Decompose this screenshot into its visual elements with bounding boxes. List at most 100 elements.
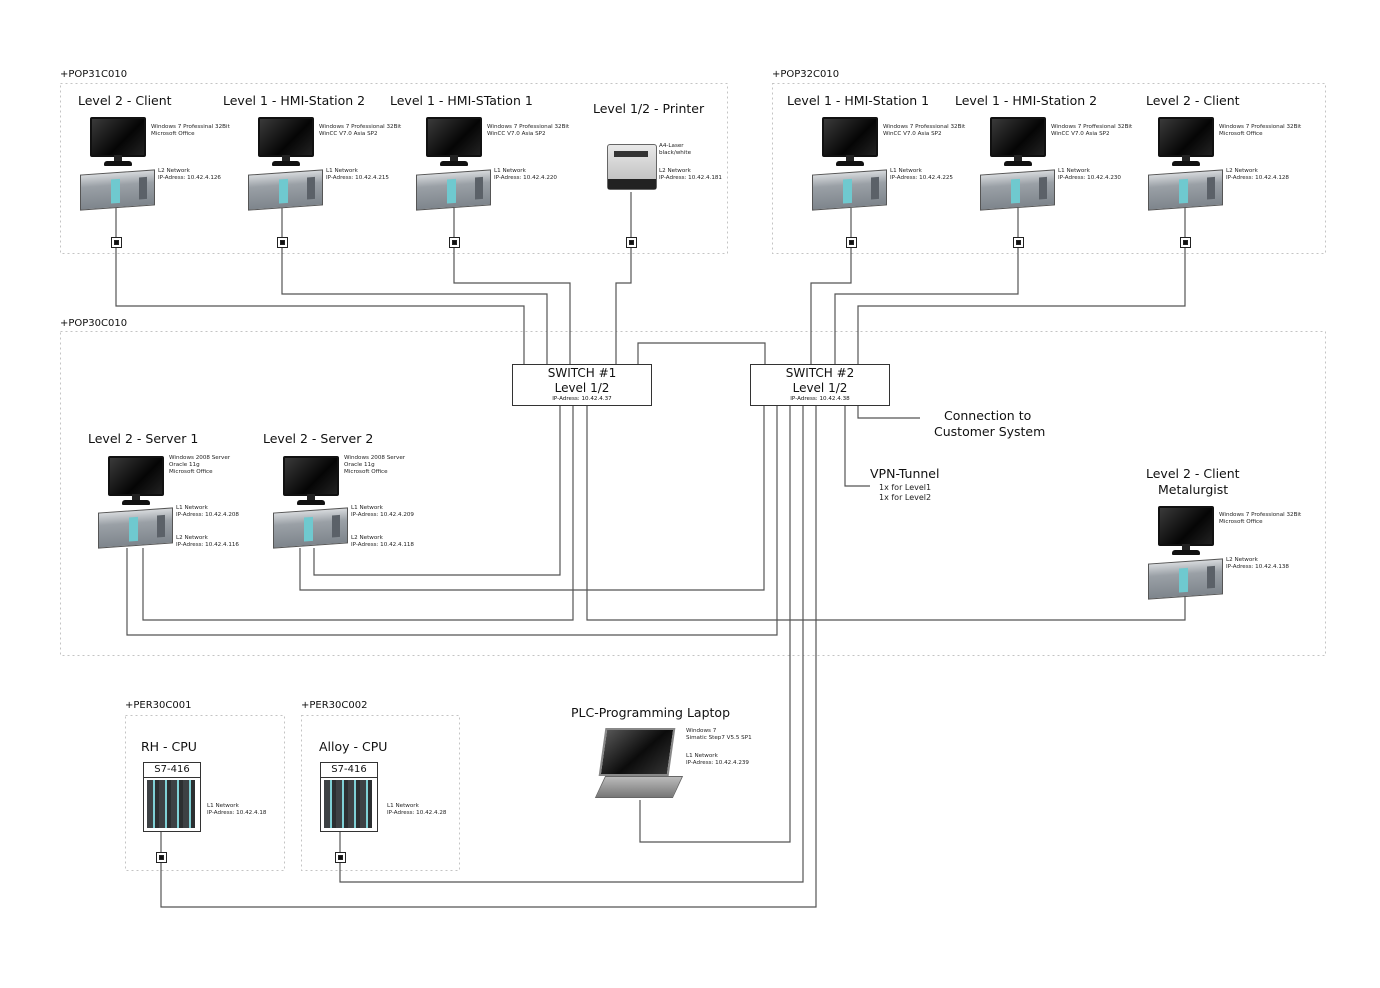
wire-server1-l1 [142, 405, 574, 621]
monitor-icon [990, 117, 1046, 167]
port-connector [277, 237, 288, 248]
port-connector [335, 852, 346, 863]
device-desc: Windows 7 Proffesional 32Bit WinCC V7.0 … [1051, 124, 1133, 137]
plc-cpu-icon: S7-416 [143, 762, 201, 832]
server-case-icon [416, 169, 491, 211]
customer-connection-line2: Customer System [934, 424, 1046, 439]
switch-1: SWITCH #1 Level 1/2 IP-Adress: 10.42.4.3… [512, 364, 652, 406]
port-connector [1180, 237, 1191, 248]
device-title-2: Metalurgist [1158, 482, 1229, 497]
monitor-icon [1158, 117, 1214, 167]
plc-title: RH - CPU [141, 739, 197, 754]
device-desc: Windows 7 Professional 32Bit WinCC V7.0 … [487, 124, 570, 137]
device-title: Level 2 - Server 1 [88, 431, 199, 446]
wire-metalurgist [586, 405, 1186, 621]
switch-name: SWITCH #1 [547, 366, 617, 380]
server-case-icon [80, 169, 155, 211]
area-per1-frame [125, 715, 285, 871]
server-case-icon [812, 169, 887, 211]
device-desc: Windows 7 Professional 32Bit WinCC V7.0 … [319, 124, 402, 137]
wire-client-l2 [115, 248, 525, 364]
area-label-pop30: +POP30C010 [60, 318, 128, 329]
device-desc: A4-Laser black/white [659, 143, 692, 156]
device-network: L2 Network IP-Adress: 10.42.4.126 [158, 168, 221, 181]
printer-icon [607, 144, 657, 190]
area-label-pop31: +POP31C010 [60, 69, 128, 80]
device-title: Level 2 - Client [78, 93, 172, 108]
monitor-icon [1158, 506, 1214, 556]
plc-title: Alloy - CPU [319, 739, 388, 754]
device-title: Level 2 - Client [1146, 466, 1240, 481]
server-case-icon [980, 169, 1055, 211]
port-connector [449, 237, 460, 248]
vpn-level2: 1x for Level2 [879, 493, 932, 502]
switch-level: Level 1/2 [792, 381, 848, 395]
wire-laptop [639, 405, 791, 843]
device-network: L2 Network IP-Adress: 10.42.4.181 [659, 168, 722, 181]
device-title: Level 1/2 - Printer [593, 101, 705, 116]
device-network: L2 Network IP-Adress: 10.42.4.138 [1226, 557, 1289, 570]
wire-client-b [857, 248, 1186, 364]
switch-ip: IP-Adress: 10.42.4.37 [552, 396, 612, 402]
wire-server1-l2 [126, 405, 778, 636]
monitor-icon [258, 117, 314, 167]
device-title: Level 2 - Client [1146, 93, 1240, 108]
device-desc: Windows 7 Professional 32Bit WinCC V7.0 … [883, 124, 966, 137]
wire-hmi2-b [834, 248, 1019, 364]
server-case-icon [1148, 169, 1223, 211]
monitor-icon [822, 117, 878, 167]
device-desc: Windows 7 Professinal 32Bit Microsoft Of… [151, 124, 230, 137]
wire-server2-l2 [313, 405, 561, 576]
device-title: Level 2 - Server 2 [263, 431, 374, 446]
laptop-desc: Windows 7 Simatic Step7 V5.5 SP1 [686, 728, 752, 741]
device-network: L1 Network IP-Adress: 10.42.4.230 [1058, 168, 1121, 181]
device-network: L1 Network IP-Adress: 10.42.4.220 [494, 168, 557, 181]
wire-printer [615, 248, 632, 364]
device-network-l2: L2 Network IP-Adress: 10.42.4.118 [351, 535, 414, 548]
area-per2-frame [301, 715, 460, 871]
area-label-per2: +PER30C002 [301, 700, 368, 711]
area-pop30-frame [60, 331, 1326, 656]
area-pop32-frame [772, 83, 1326, 254]
wire-hmi2-a [281, 248, 548, 364]
wire-hmi1-b [810, 248, 852, 364]
device-network: L1 Network IP-Adress: 10.42.4.215 [326, 168, 389, 181]
device-desc: Windows 7 Professional 32Bit Microsoft O… [1219, 124, 1302, 137]
port-connector [846, 237, 857, 248]
device-network: L1 Network IP-Adress: 10.42.4.225 [890, 168, 953, 181]
device-network-l1: L1 Network IP-Adress: 10.42.4.208 [176, 505, 239, 518]
switch-ip: IP-Adress: 10.42.4.38 [790, 396, 850, 402]
device-title: Level 1 - HMI-Station 2 [223, 93, 366, 108]
wire-vpn [844, 405, 870, 487]
wire-rh [160, 405, 817, 908]
device-title: Level 1 - HMI-Station 2 [955, 93, 1098, 108]
wire-alloy [339, 405, 804, 883]
plc-network: L1 Network IP-Adress: 10.42.4.18 [207, 803, 267, 816]
area-label-pop32: +POP32C010 [772, 69, 840, 80]
wire-switch-link [637, 342, 766, 364]
device-network-l1: L1 Network IP-Adress: 10.42.4.209 [351, 505, 414, 518]
plc-network: L1 Network IP-Adress: 10.42.4.28 [387, 803, 447, 816]
server-case-icon [273, 507, 348, 549]
switch-name: SWITCH #2 [785, 366, 855, 380]
plc-model: S7-416 [144, 763, 200, 778]
monitor-icon [108, 456, 164, 506]
server-case-icon [98, 507, 173, 549]
port-connector [626, 237, 637, 248]
port-connector [111, 237, 122, 248]
customer-connection-line1: Connection to [944, 408, 1032, 423]
laptop-title: PLC-Programming Laptop [571, 705, 731, 720]
device-network-l2: L2 Network IP-Adress: 10.42.4.116 [176, 535, 239, 548]
device-desc: Windows 7 Professional 32Bit Microsoft O… [1219, 512, 1302, 525]
vpn-title: VPN-Tunnel [870, 466, 940, 481]
device-network: L2 Network IP-Adress: 10.42.4.128 [1226, 168, 1289, 181]
server-case-icon [248, 169, 323, 211]
monitor-icon [90, 117, 146, 167]
area-pop31-frame [60, 83, 728, 254]
vpn-level1: 1x for Level1 [879, 483, 932, 492]
monitor-icon [426, 117, 482, 167]
area-label-per1: +PER30C001 [125, 700, 192, 711]
device-title: Level 1 - HMI-STation 1 [390, 93, 533, 108]
device-desc: Windows 2008 Server Oracle 11g Microsoft… [344, 455, 406, 475]
